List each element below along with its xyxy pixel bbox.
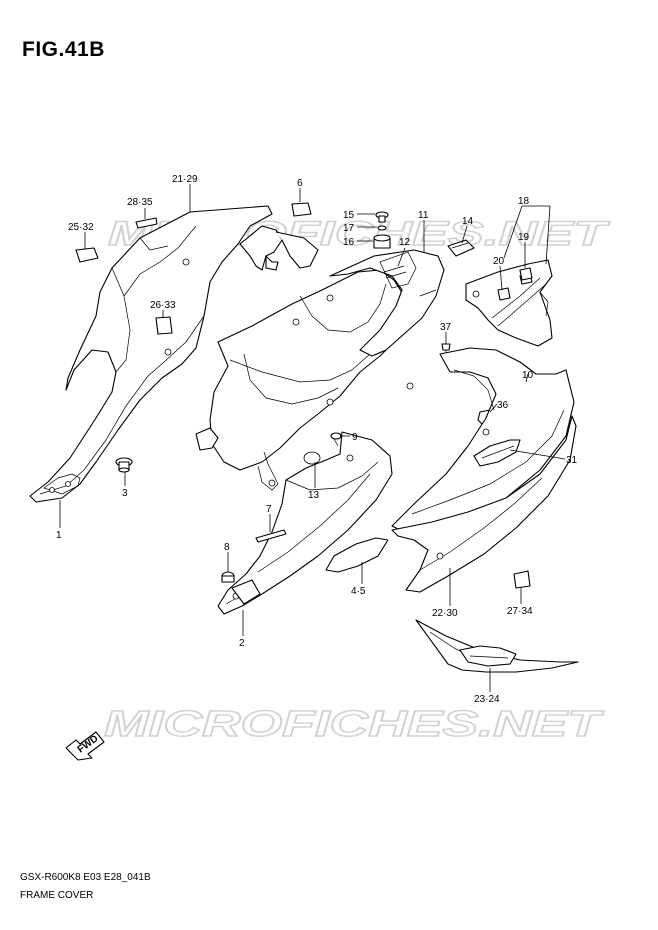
callout-6: 6	[297, 178, 303, 189]
callout-4-5: 4·5	[351, 586, 366, 597]
part-25-32-pad	[75, 247, 99, 263]
callout-3: 3	[122, 488, 128, 499]
fwd-arrow-icon: FWD	[65, 731, 105, 761]
part-6-cushion	[291, 202, 312, 217]
callout-14: 14	[462, 216, 474, 227]
callout-22-30: 22·30	[432, 608, 458, 619]
part-20-rear-bracket-plate	[465, 259, 553, 347]
figure-title: FIG.41B	[22, 38, 105, 61]
callout-26-33: 26·33	[150, 300, 176, 311]
callout-2: 2	[239, 638, 245, 649]
callout-36: 36	[497, 400, 509, 411]
part-22-30-lower-tail-cover	[391, 415, 577, 593]
callout-12: 12	[399, 237, 411, 248]
part-hook-bracket	[239, 225, 319, 271]
callout-20: 20	[493, 256, 505, 267]
part-7-strip	[255, 529, 287, 543]
part-8-cushion	[221, 571, 235, 583]
callout-1: 1	[56, 530, 62, 541]
section-name: FRAME COVER	[20, 890, 94, 901]
callout-8: 8	[224, 542, 230, 553]
part-2-right-frame-cover	[217, 431, 393, 615]
part-19-nut	[519, 267, 533, 281]
callout-37: 37	[440, 322, 452, 333]
callout-9: 9	[352, 432, 358, 443]
part-15-16-17-fastener	[373, 211, 391, 249]
callout-25-32: 25·32	[68, 222, 94, 233]
callout-18: 18	[518, 196, 530, 207]
callout-28-35: 28·35	[127, 197, 153, 208]
callout-23-24: 23·24	[474, 694, 500, 705]
part-26-33-pad	[155, 316, 173, 335]
part-1-left-frame-cover	[29, 205, 273, 503]
part-13-rear-subframe-cover	[195, 269, 405, 491]
callout-21-29: 21·29	[172, 174, 198, 185]
part-23-24-emblem-panel	[415, 619, 579, 673]
callout-7: 7	[266, 504, 272, 515]
part-11-seat-tail-cover	[329, 249, 445, 357]
callout-19: 19	[518, 232, 530, 243]
model-code: GSX-R600K8 E03 E28_041B	[20, 872, 151, 883]
callout-17: 17	[343, 223, 355, 234]
part-3-grommet	[115, 457, 133, 473]
watermark-bottom: MICROFICHES.NET	[104, 703, 604, 744]
callout-labels: 21·29 6 28·35 25·32 26·33 15 17 16 11 12…	[56, 174, 578, 705]
callout-27-34: 27·34	[507, 606, 533, 617]
callout-10: 10	[522, 370, 534, 381]
part-9-screw	[330, 432, 342, 447]
part-31-right-side-cowl	[391, 347, 575, 531]
callout-13: 13	[308, 490, 320, 501]
callout-31: 31	[566, 455, 578, 466]
part-14-label	[447, 239, 475, 257]
callout-15: 15	[343, 210, 355, 221]
leader-lines	[59, 184, 566, 692]
part-4-5-pad	[325, 537, 389, 573]
callout-11: 11	[418, 210, 429, 221]
callout-16: 16	[343, 237, 355, 248]
part-28-35-tag	[135, 217, 158, 229]
part-27-34-label	[513, 570, 531, 589]
